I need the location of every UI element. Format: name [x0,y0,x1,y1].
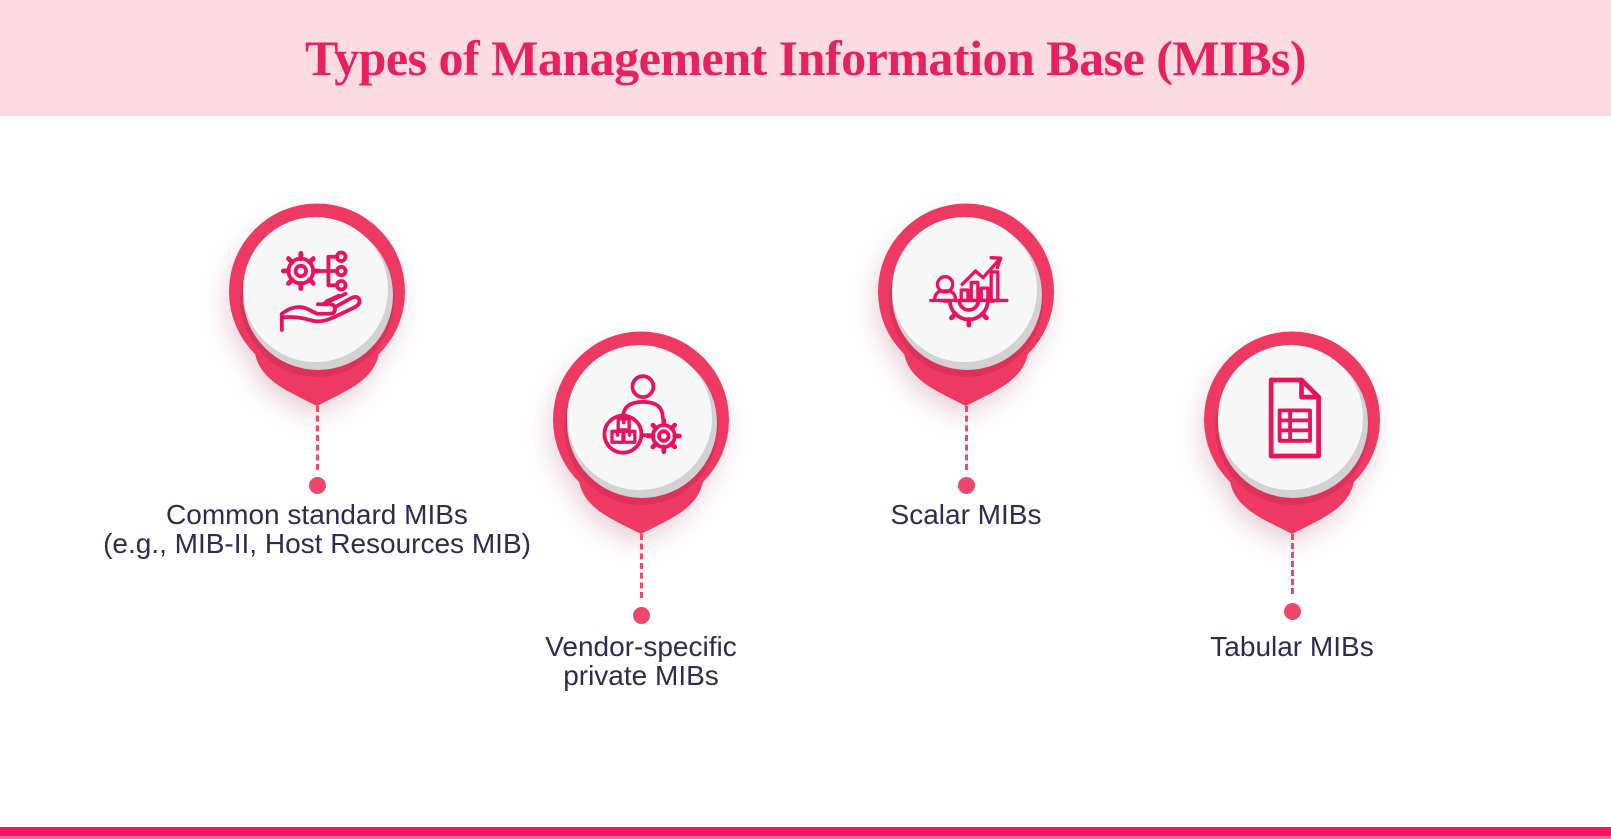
footer-accent-bar [0,827,1611,836]
label-common-standard-mibs: Common standard MIBs (e.g., MIB-II, Host… [103,499,531,559]
connector-line-tabular [1290,534,1294,594]
page-title: Types of Management Information Base (MI… [304,30,1307,86]
connector-dot-tabular [1283,602,1301,620]
hand-gear-network-icon [279,250,362,332]
connector-line-common-standard [315,406,319,470]
label-tabular-mibs: Tabular MIBs [1210,631,1374,662]
connector-line-vendor-specific [639,534,643,598]
connector-line-scalar [964,406,968,470]
connector-dot-common-standard [308,476,326,494]
pin-vendor-specific-mibs [553,331,729,534]
person-boxes-gear-icon [602,374,682,455]
label-scalar-mibs: Scalar MIBs [890,499,1042,530]
person-growth-chart-gear-icon [929,256,1009,328]
connector-dot-scalar [957,477,975,494]
footer-edge-strip [0,836,1611,839]
pin-scalar-mibs [878,203,1054,406]
connector-dot-vendor-specific [632,606,650,624]
table-document-icon [1268,377,1321,459]
pin-common-standard-mibs [229,203,405,406]
pin-tabular-mibs [1204,331,1380,534]
label-vendor-specific-mibs: Vendor-specific private MIBs [545,631,737,691]
header-banner: Types of Management Information Base (MI… [0,0,1611,116]
